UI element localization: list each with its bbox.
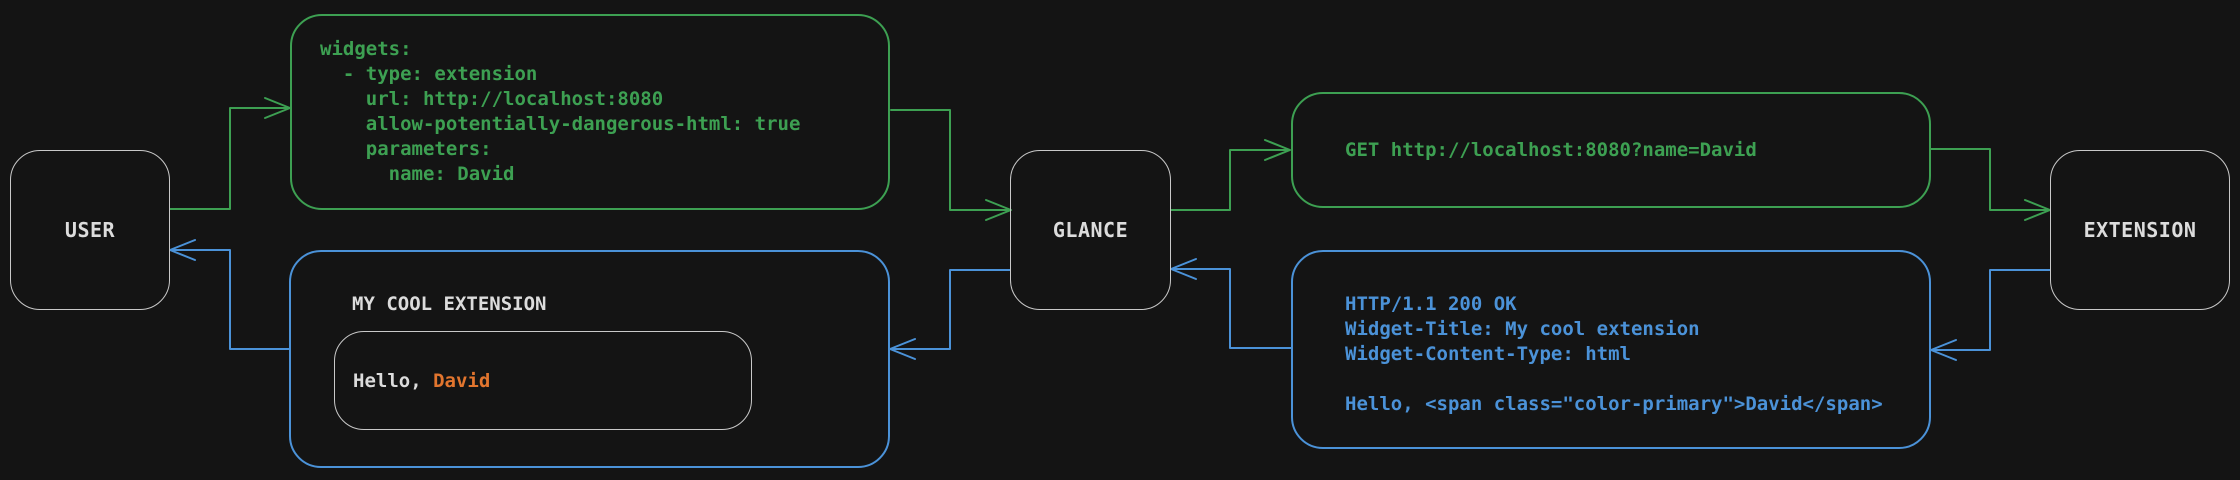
- edge-extension-to-response: [1930, 269, 2051, 361]
- edge-arrowhead: [985, 199, 1012, 221]
- response-line: Hello, <span class="color-primary">David…: [1345, 393, 1883, 415]
- edge-line: [169, 107, 289, 210]
- response-line: [1345, 367, 1929, 392]
- widget-preview-box: MY COOL EXTENSION Hello, David: [289, 250, 890, 468]
- edge-config-to-glance: [890, 109, 1012, 221]
- node-glance-label: GLANCE: [1052, 218, 1129, 242]
- widget-greeting-box: Hello, David: [334, 331, 752, 430]
- config-line: url: http://localhost:8080: [320, 88, 664, 110]
- edge-line: [1930, 148, 2049, 211]
- greeting-name: David: [433, 369, 491, 392]
- node-extension-label: EXTENSION: [2083, 218, 2197, 242]
- http-response-box: HTTP/1.1 200 OK Widget-Title: My cool ex…: [1291, 250, 1931, 449]
- edge-line: [1173, 268, 1292, 349]
- response-line: Widget-Content-Type: html: [1345, 343, 1631, 365]
- config-line: name: David: [320, 163, 515, 185]
- edge-line: [172, 249, 290, 350]
- config-line: parameters:: [320, 138, 492, 160]
- edge-widget-to-user: [169, 239, 290, 350]
- edge-line: [1170, 149, 1289, 211]
- response-line: HTTP/1.1 200 OK: [1345, 293, 1517, 315]
- http-request-box: GET http://localhost:8080?name=David: [1291, 92, 1931, 208]
- edge-request-to-extension: [1930, 148, 2051, 221]
- edge-glance-to-widget: [889, 269, 1011, 360]
- config-line: - type: extension: [320, 63, 538, 85]
- edge-arrowhead: [1930, 339, 1957, 361]
- edge-arrowhead: [1264, 139, 1291, 161]
- edge-line: [1933, 269, 2051, 351]
- node-extension: EXTENSION: [2050, 150, 2230, 310]
- edge-arrowhead: [1170, 258, 1197, 280]
- config-line: widgets:: [320, 38, 412, 60]
- edge-line: [892, 269, 1011, 350]
- node-glance: GLANCE: [1010, 150, 1171, 310]
- config-line: allow-potentially-dangerous-html: true: [320, 113, 801, 135]
- edge-arrowhead: [169, 239, 196, 261]
- node-user-label: USER: [64, 218, 116, 242]
- edge-line: [890, 109, 1009, 211]
- request-line: GET http://localhost:8080?name=David: [1345, 138, 1757, 161]
- edge-user-to-config: [169, 97, 291, 210]
- edge-response-to-glance: [1170, 258, 1292, 349]
- node-user: USER: [10, 150, 170, 310]
- config-yaml-box: widgets: - type: extension url: http://l…: [290, 14, 890, 210]
- response-line: Widget-Title: My cool extension: [1345, 318, 1700, 340]
- widget-title: MY COOL EXTENSION: [352, 293, 547, 315]
- edge-glance-to-request: [1170, 139, 1291, 211]
- greeting-prefix: Hello,: [353, 369, 434, 392]
- edge-arrowhead: [889, 338, 916, 360]
